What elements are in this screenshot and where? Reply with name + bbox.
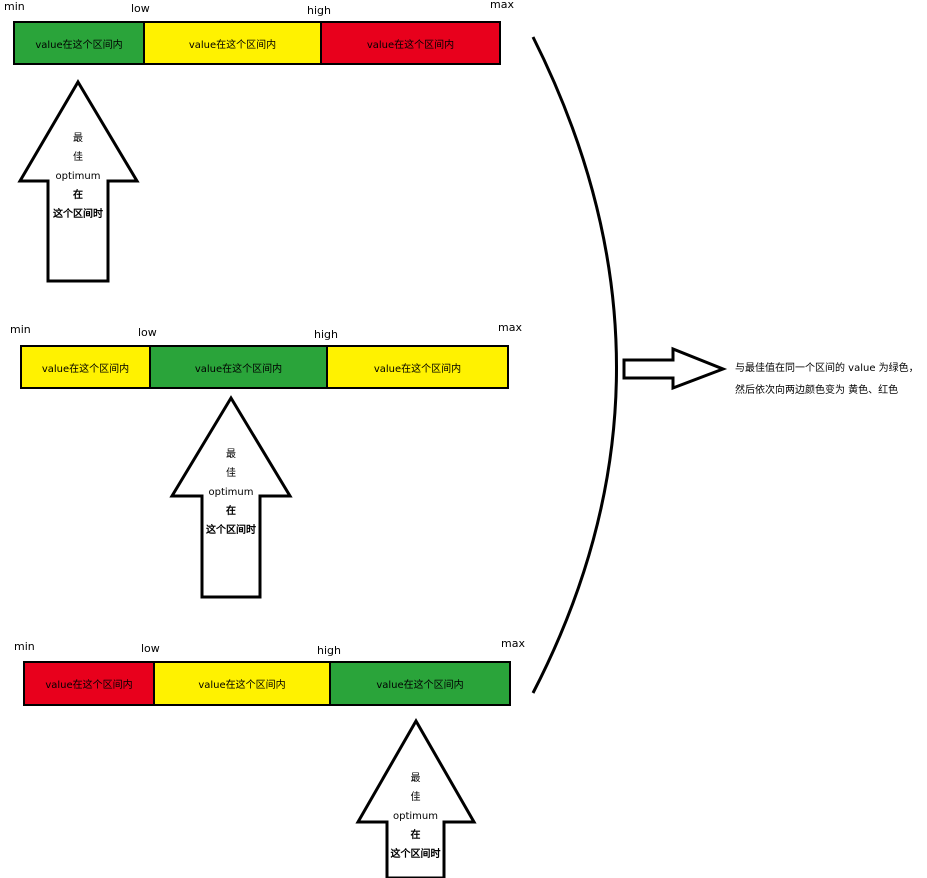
range-segment: value在这个区间内 bbox=[153, 663, 329, 704]
low-label-1: low bbox=[131, 2, 150, 15]
range-bar-2: value在这个区间内 value在这个区间内 value在这个区间内 bbox=[20, 345, 509, 389]
max-label-1: max bbox=[490, 0, 514, 11]
arrow-text-line: optimum bbox=[55, 171, 101, 182]
arrow-text-line: 这个区间时 bbox=[206, 525, 256, 536]
result-arrow bbox=[622, 346, 728, 391]
range-segment: value在这个区间内 bbox=[143, 23, 320, 63]
range-segment: value在这个区间内 bbox=[320, 23, 499, 63]
arrow-text-line: 佳 bbox=[226, 468, 236, 479]
arrow-text-line: 在 bbox=[226, 506, 236, 517]
optimum-arrow-label-1: 最 佳 optimum 在 这个区间时 bbox=[48, 129, 108, 224]
arrow-text-line: 最 bbox=[226, 449, 236, 460]
conclusion-line: 与最佳值在同一个区间的 value 为绿色， bbox=[735, 363, 919, 374]
optimum-arrow-2 bbox=[169, 395, 293, 599]
arrow-text-line: 这个区间时 bbox=[390, 849, 441, 860]
min-label-1: min bbox=[4, 0, 25, 13]
optimum-arrow-3 bbox=[355, 717, 477, 878]
arrow-text-line: optimum bbox=[393, 811, 438, 822]
range-segment: value在这个区间内 bbox=[326, 347, 507, 387]
min-label-3: min bbox=[14, 640, 35, 653]
arrow-text-line: 佳 bbox=[73, 152, 83, 163]
arrow-text-line: 佳 bbox=[410, 792, 421, 803]
range-segment: value在这个区间内 bbox=[149, 347, 326, 387]
range-segment: value在这个区间内 bbox=[25, 663, 153, 704]
arrow-text-line: 最 bbox=[410, 773, 421, 784]
max-label-3: max bbox=[501, 637, 525, 650]
arrow-text-line: optimum bbox=[208, 487, 254, 498]
arrow-text-line: 在 bbox=[73, 190, 83, 201]
optimum-arrow-1 bbox=[17, 79, 140, 283]
low-label-2: low bbox=[138, 326, 157, 339]
arrow-text-line: 在 bbox=[410, 830, 421, 841]
high-label-1: high bbox=[307, 4, 331, 17]
range-segment: value在这个区间内 bbox=[22, 347, 149, 387]
conclusion-note: 与最佳值在同一个区间的 value 为绿色， 然后依次向两边颜色变为 黄色、红色 bbox=[735, 358, 919, 402]
optimum-arrow-label-2: 最 佳 optimum 在 这个区间时 bbox=[202, 445, 260, 540]
range-segment: value在这个区间内 bbox=[15, 23, 143, 63]
low-label-3: low bbox=[141, 642, 160, 655]
grouping-brace bbox=[531, 36, 618, 694]
high-label-3: high bbox=[317, 644, 341, 657]
high-label-2: high bbox=[314, 328, 338, 341]
max-label-2: max bbox=[498, 321, 522, 334]
arrow-text-line: 最 bbox=[73, 133, 83, 144]
min-label-2: min bbox=[10, 323, 31, 336]
range-bar-3: value在这个区间内 value在这个区间内 value在这个区间内 bbox=[23, 661, 511, 706]
arrow-text-line: 这个区间时 bbox=[53, 209, 103, 220]
conclusion-line: 然后依次向两边颜色变为 黄色、红色 bbox=[735, 385, 899, 396]
range-bar-1: value在这个区间内 value在这个区间内 value在这个区间内 bbox=[13, 21, 501, 65]
range-segment: value在这个区间内 bbox=[329, 663, 509, 704]
optimum-arrow-label-3: 最 佳 optimum 在 这个区间时 bbox=[387, 769, 444, 864]
